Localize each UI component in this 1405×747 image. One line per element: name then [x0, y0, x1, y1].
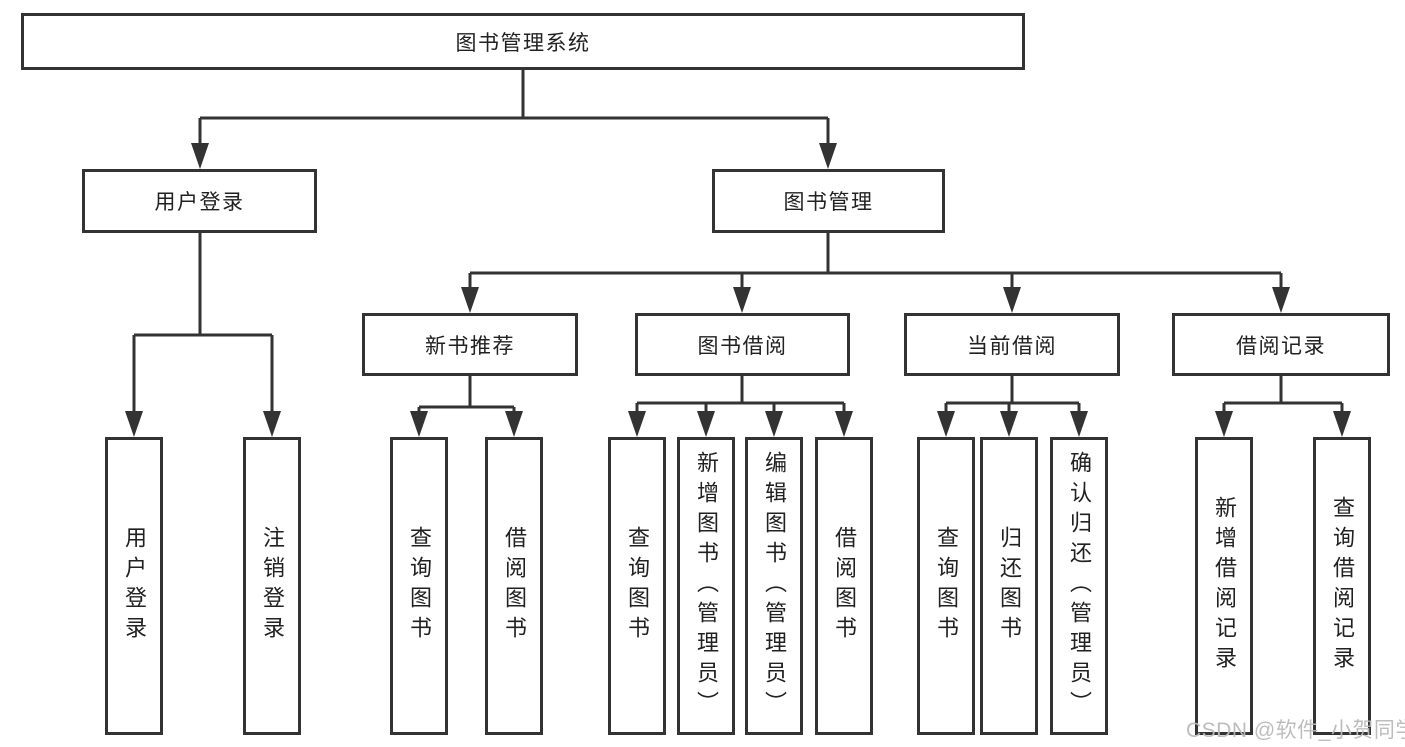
- watermark-text: CSDN @软件_小贺同学: [1186, 719, 1405, 742]
- connector-userlogin-to-leaves: [125, 232, 281, 437]
- connector-borrowrecord-to-leaves: [1215, 375, 1351, 437]
- leaf-borrow-book: 借阅图书: [815, 437, 873, 735]
- leaf-borrow-book-newbook: 借阅图书: [485, 437, 543, 735]
- leaf-confirm-return-admin: 确认归还（管理员）: [1050, 437, 1108, 735]
- connector-bookmgmt-to-level3: [461, 232, 1290, 313]
- connector-currentborrow-to-leaves: [937, 375, 1088, 437]
- leaf-query-book-newbook: 查询图书: [390, 437, 448, 735]
- node-current-borrow: 当前借阅: [904, 313, 1120, 376]
- leaf-edit-book-admin: 编辑图书（管理员）: [745, 437, 803, 735]
- leaf-label: 编辑图书（管理员）: [762, 451, 787, 721]
- leaf-query-book-current: 查询图书: [917, 437, 975, 735]
- node-new-book-recommend: 新书推荐: [362, 313, 578, 376]
- leaf-return-book: 归还图书: [980, 437, 1038, 735]
- connector-bookborrow-to-leaves: [628, 375, 853, 437]
- leaf-label: 新增图书（管理员）: [694, 451, 719, 721]
- node-user-login: 用户登录: [82, 169, 317, 233]
- leaf-label: 归还图书: [997, 526, 1022, 646]
- connector-newbook-to-leaves: [410, 375, 523, 437]
- leaf-label: 查询图书: [625, 526, 650, 646]
- leaf-add-book-admin: 新增图书（管理员）: [677, 437, 735, 735]
- node-book-borrow: 图书借阅: [635, 313, 850, 376]
- connector-root-to-level2: [191, 69, 837, 169]
- leaf-query-book-borrow: 查询图书: [608, 437, 666, 735]
- leaf-label: 确认归还（管理员）: [1067, 451, 1092, 721]
- leaf-query-borrow-record: 查询借阅记录: [1313, 437, 1371, 735]
- leaf-label: 新增借阅记录: [1212, 496, 1237, 676]
- leaf-label: 借阅图书: [502, 526, 527, 646]
- node-root-system: 图书管理系统: [21, 13, 1025, 70]
- leaf-add-borrow-record: 新增借阅记录: [1195, 437, 1253, 735]
- leaf-label: 查询图书: [934, 526, 959, 646]
- leaf-label: 借阅图书: [832, 526, 857, 646]
- leaf-logout: 注销登录: [243, 437, 301, 735]
- leaf-label: 用户登录: [122, 526, 147, 646]
- leaf-label: 查询借阅记录: [1330, 496, 1355, 676]
- node-book-management: 图书管理: [712, 169, 945, 233]
- node-borrow-record: 借阅记录: [1172, 313, 1390, 376]
- leaf-label: 查询图书: [407, 526, 432, 646]
- leaf-label: 注销登录: [260, 526, 285, 646]
- leaf-user-login: 用户登录: [105, 437, 163, 735]
